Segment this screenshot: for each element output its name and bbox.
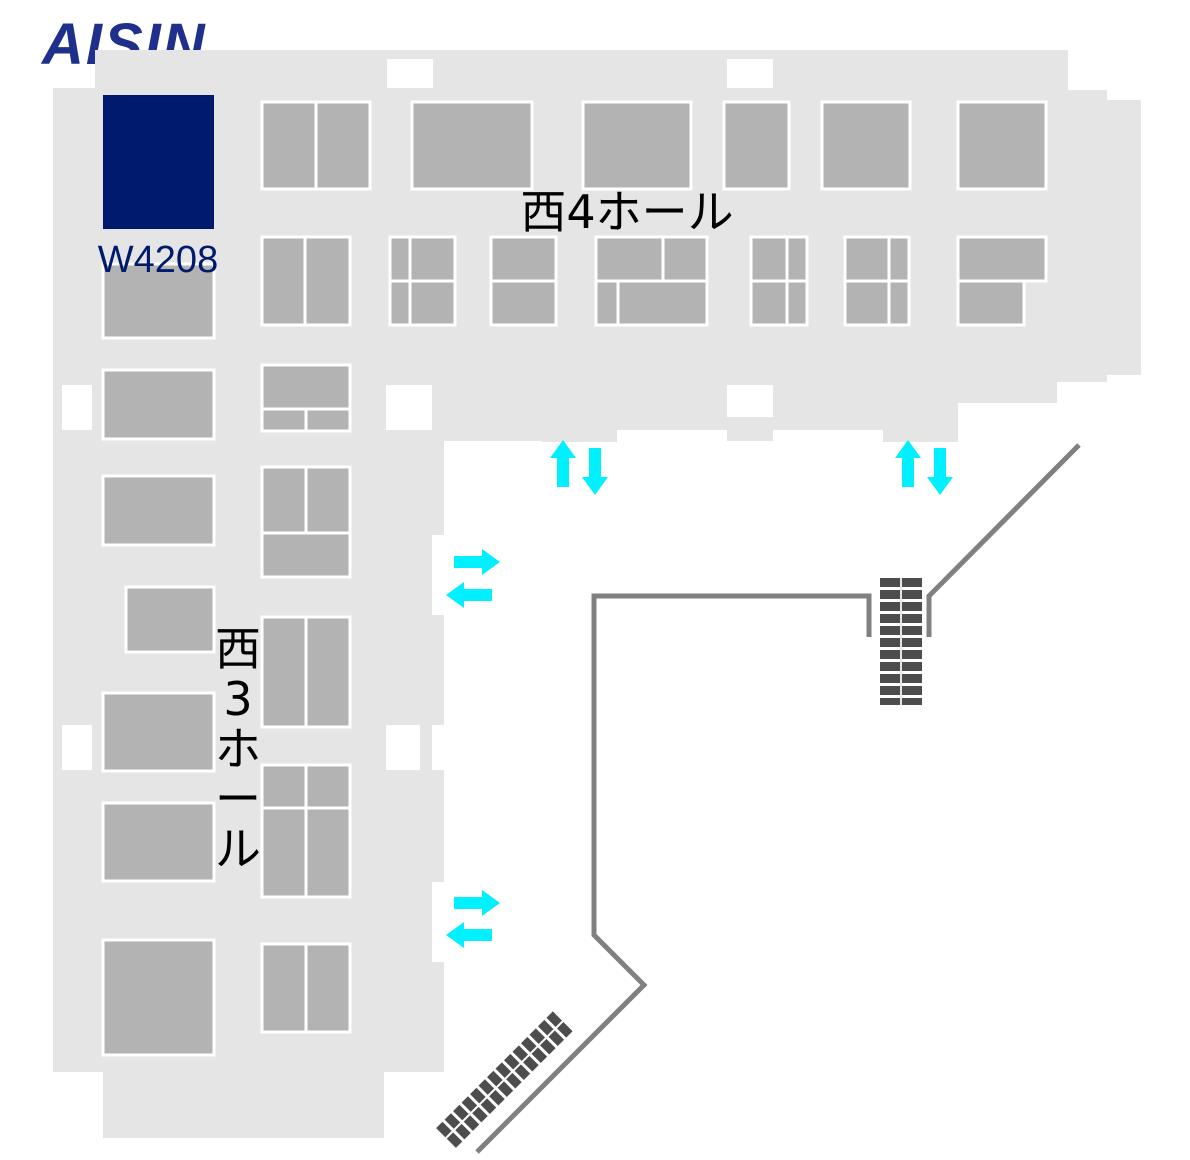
- entrance-arrows: [446, 440, 953, 948]
- walkway: [475, 443, 1081, 1154]
- hall-label-west3-char: ル: [215, 822, 261, 876]
- hall-label-west4: 西4ホール: [520, 185, 733, 239]
- booth-code-label: W4208: [98, 239, 218, 281]
- booths: [101, 100, 1048, 1057]
- up-down-arrow-icon: [895, 440, 953, 495]
- highlight-booth-w4208[interactable]: [103, 95, 214, 229]
- up-down-arrow-icon: [550, 440, 608, 495]
- hall-label-west3: 西 3 ホ ー ル: [215, 622, 261, 876]
- hall-ledges: [542, 430, 958, 442]
- left-right-arrow-icon: [446, 549, 500, 608]
- escalator-stairs-south: [436, 1011, 573, 1148]
- hall-label-west3-char: ー: [215, 772, 261, 826]
- escalator-stairs-north: [880, 578, 922, 705]
- wall-openings: [62, 59, 1063, 962]
- hall-label-west3-char: 3: [223, 672, 252, 726]
- hall-label-west3-char: 西: [215, 622, 261, 676]
- left-right-arrow-icon: [446, 890, 500, 948]
- hall-label-west3-char: ホ: [215, 722, 261, 776]
